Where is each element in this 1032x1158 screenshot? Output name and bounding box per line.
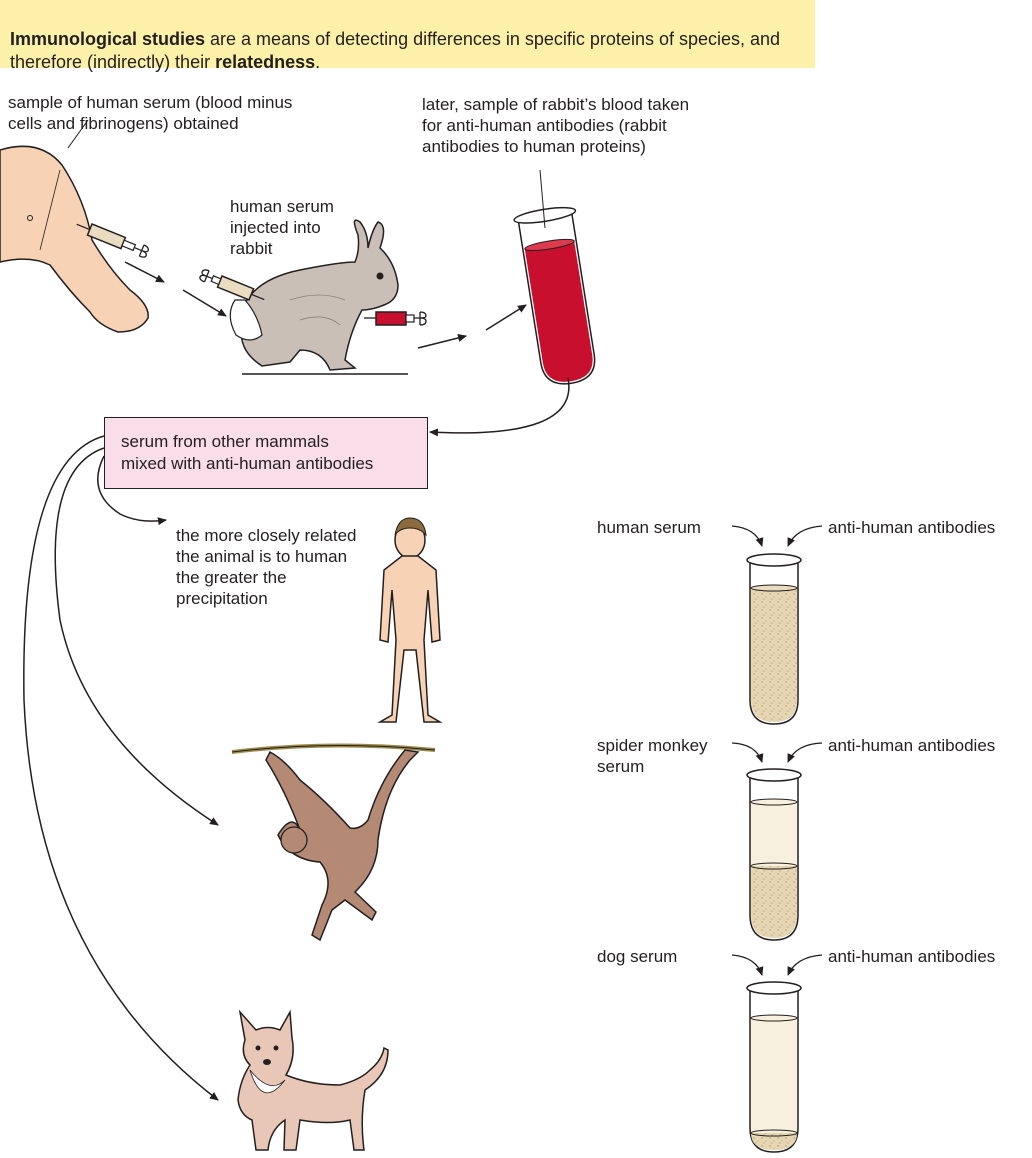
label-line: sample of human serum (blood minus [8,92,292,113]
arrow-arm-2 [183,290,226,316]
rabbit-blood-test-tube [513,205,602,389]
label-line: antibodies to human proteins) [422,136,689,157]
test-tube-human [747,554,801,724]
label-line: precipitation [176,588,356,609]
label-rabbit-blood: later, sample of rabbit’s blood taken fo… [422,94,689,157]
arrow-antibody-3 [788,955,822,975]
arrow-box-to-monkey [55,448,218,825]
arrow-tube-to-box [430,378,569,433]
label-antibody-spider-monkey: anti-human antibodies [828,735,995,756]
label-serum-human: human serum [597,517,701,538]
arrow-antibody-2 [788,743,822,762]
label-serum-spider-monkey: spider monkey serum [597,735,727,777]
dog-illustration [238,1012,388,1150]
syringe-rabbit-blood-icon [364,312,426,325]
arrow-arm-1 [125,262,164,282]
test-tube-spider-monkey [747,769,801,940]
label-line: human serum [230,196,334,217]
label-line: later, sample of rabbit’s blood taken [422,94,689,115]
label-line: the more closely related [176,525,356,546]
arrow-rabbit-2 [486,305,526,330]
label-line: the greater the [176,567,356,588]
arrow-monkey-serum [732,743,762,762]
label-line: injected into [230,217,334,238]
label-antibody-human: anti-human antibodies [828,517,995,538]
arrow-human-serum [732,526,762,546]
label-line: cells and fibrinogens) obtained [8,113,292,134]
label-line: rabbit [230,238,334,259]
box-line: serum from other mammals [121,431,373,453]
label-rabbit-injected: human serum injected into rabbit [230,196,334,259]
human-figure-illustration [380,518,440,722]
spider-monkey-illustration [232,745,435,940]
label-line: the animal is to human [176,546,356,567]
arrow-rabbit-1 [418,336,466,348]
label-human-serum-sample: sample of human serum (blood minus cells… [8,92,292,134]
label-serum-dog: dog serum [597,946,677,967]
arrow-antibody-1 [788,526,822,546]
label-relatedness: the more closely related the animal is t… [176,525,356,609]
test-tube-dog [747,982,801,1152]
serum-mixing-box: serum from other mammals mixed with anti… [104,417,428,489]
human-arm-illustration [0,120,148,332]
arrow-dog-serum [732,955,762,975]
box-line: mixed with anti-human antibodies [121,453,373,475]
label-line: for anti-human antibodies (rabbit [422,115,689,136]
label-antibody-dog: anti-human antibodies [828,946,995,967]
